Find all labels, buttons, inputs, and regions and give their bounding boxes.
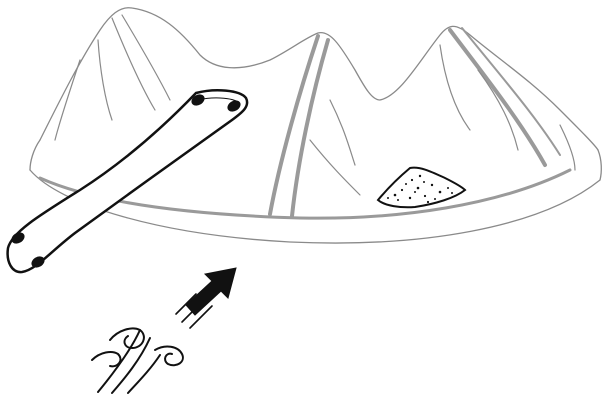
kite-fold-7 <box>440 45 470 130</box>
kite-left-side <box>30 140 40 170</box>
wind-line-1 <box>98 330 140 392</box>
kite-fold-4 <box>55 60 80 140</box>
kite-fold-3 <box>98 40 112 120</box>
sand-pile-icon <box>378 168 465 208</box>
kite-fold-1 <box>112 18 155 110</box>
kite-fold-5 <box>310 140 360 195</box>
kite-fold-6 <box>330 100 355 165</box>
sand-pile-outline <box>378 168 465 208</box>
kite-canopy-icon <box>30 8 601 243</box>
wind-swirl-2 <box>92 352 120 366</box>
upwind-arrow-icon <box>176 268 236 328</box>
wind-line-3 <box>128 355 160 393</box>
kite-strut-right-2 <box>462 28 560 155</box>
kite-fold-9 <box>560 125 575 170</box>
kite-right-side <box>598 150 601 180</box>
wind-icon <box>92 328 183 393</box>
kite-strut-right <box>450 30 545 165</box>
